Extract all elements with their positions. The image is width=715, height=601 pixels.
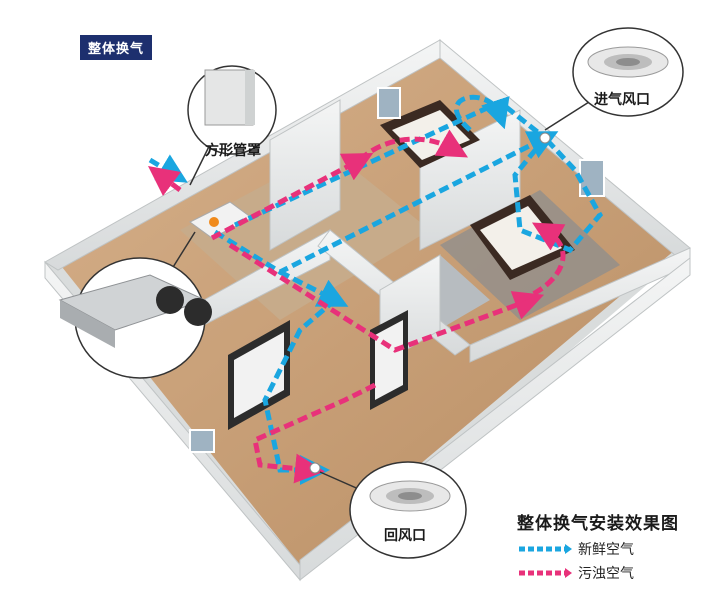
stale-air-flow xyxy=(148,129,566,484)
return-vent-label: 回风口 xyxy=(384,528,426,544)
fresh-air-flow xyxy=(148,94,604,485)
duct-cover-label: 方形管罩 xyxy=(205,143,261,159)
fresh-air-label: 新鲜空气 xyxy=(578,542,634,558)
hall-floor xyxy=(180,150,430,320)
legend-item-stale-air: 污浊空气 xyxy=(517,564,707,582)
legend: 整体换气安装效果图 新鲜空气 污浊空气 xyxy=(517,509,707,582)
windows xyxy=(189,87,605,453)
duct-cover-callout xyxy=(187,65,277,155)
overall-ventilation-tag: 整体换气 xyxy=(80,35,153,60)
stale-air-swatch-icon xyxy=(519,568,572,578)
return-vent-callout xyxy=(349,461,467,559)
legend-title: 整体换气安装效果图 xyxy=(517,514,679,534)
fresh-air-swatch-icon xyxy=(519,544,572,554)
supply-vent-callout xyxy=(572,27,684,117)
unit-callout xyxy=(58,257,212,379)
beds xyxy=(380,100,575,280)
legend-item-fresh-air: 新鲜空气 xyxy=(517,540,707,558)
supply-vent-label: 进气风口 xyxy=(594,92,650,108)
stale-air-label: 污浊空气 xyxy=(578,566,634,582)
